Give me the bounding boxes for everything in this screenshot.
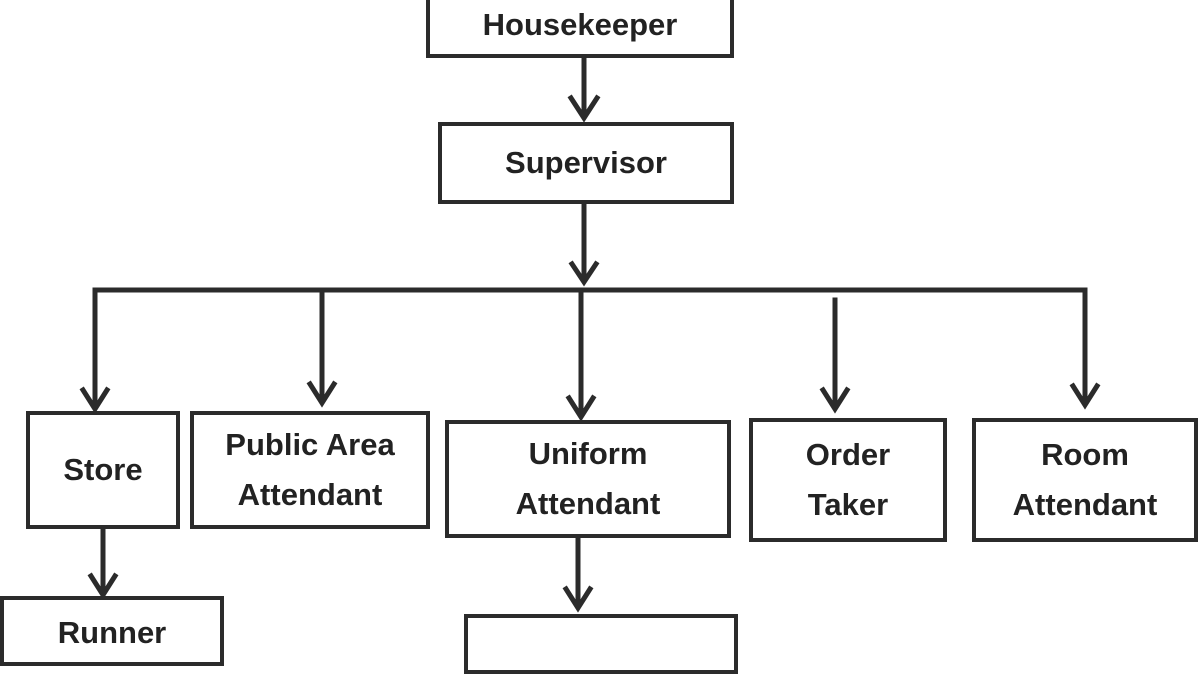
arrowhead <box>1069 382 1101 410</box>
node-label-line2: Attendant <box>1012 487 1158 522</box>
node-runner: Runner <box>0 596 224 666</box>
node-public-area-attendant: Public Area Attendant <box>190 411 430 529</box>
node-label: Housekeeper <box>482 7 678 42</box>
connector-layer <box>79 55 1101 613</box>
arrowhead <box>565 394 597 422</box>
arrowhead <box>562 585 594 613</box>
node-label-line2: Attendant <box>515 486 661 521</box>
node-room-attendant: Room Attendant <box>972 418 1198 542</box>
node-uniform-attendant: Uniform Attendant <box>445 420 731 538</box>
node-label-line1: Room <box>1041 437 1129 472</box>
node-housekeeper: Housekeeper <box>426 0 734 58</box>
arrowhead <box>306 380 338 408</box>
node-uniform-child <box>464 614 738 674</box>
arrowhead <box>819 386 851 414</box>
arrowhead <box>567 94 601 123</box>
arrowhead <box>79 386 111 414</box>
node-label-line1: Public Area <box>225 427 395 462</box>
node-label-line2: Taker <box>807 487 889 522</box>
node-label: Store <box>63 452 143 487</box>
node-label-line2: Attendant <box>237 477 383 512</box>
node-store: Store <box>26 411 180 529</box>
node-label: Runner <box>57 615 167 650</box>
node-label: Supervisor <box>505 145 667 180</box>
arrowhead <box>568 260 600 287</box>
arrowhead <box>87 572 119 600</box>
node-order-taker: Order Taker <box>749 418 947 542</box>
node-label-line1: Uniform <box>528 436 648 471</box>
node-label-line1: Order <box>805 437 891 472</box>
node-supervisor: Supervisor <box>438 122 734 204</box>
